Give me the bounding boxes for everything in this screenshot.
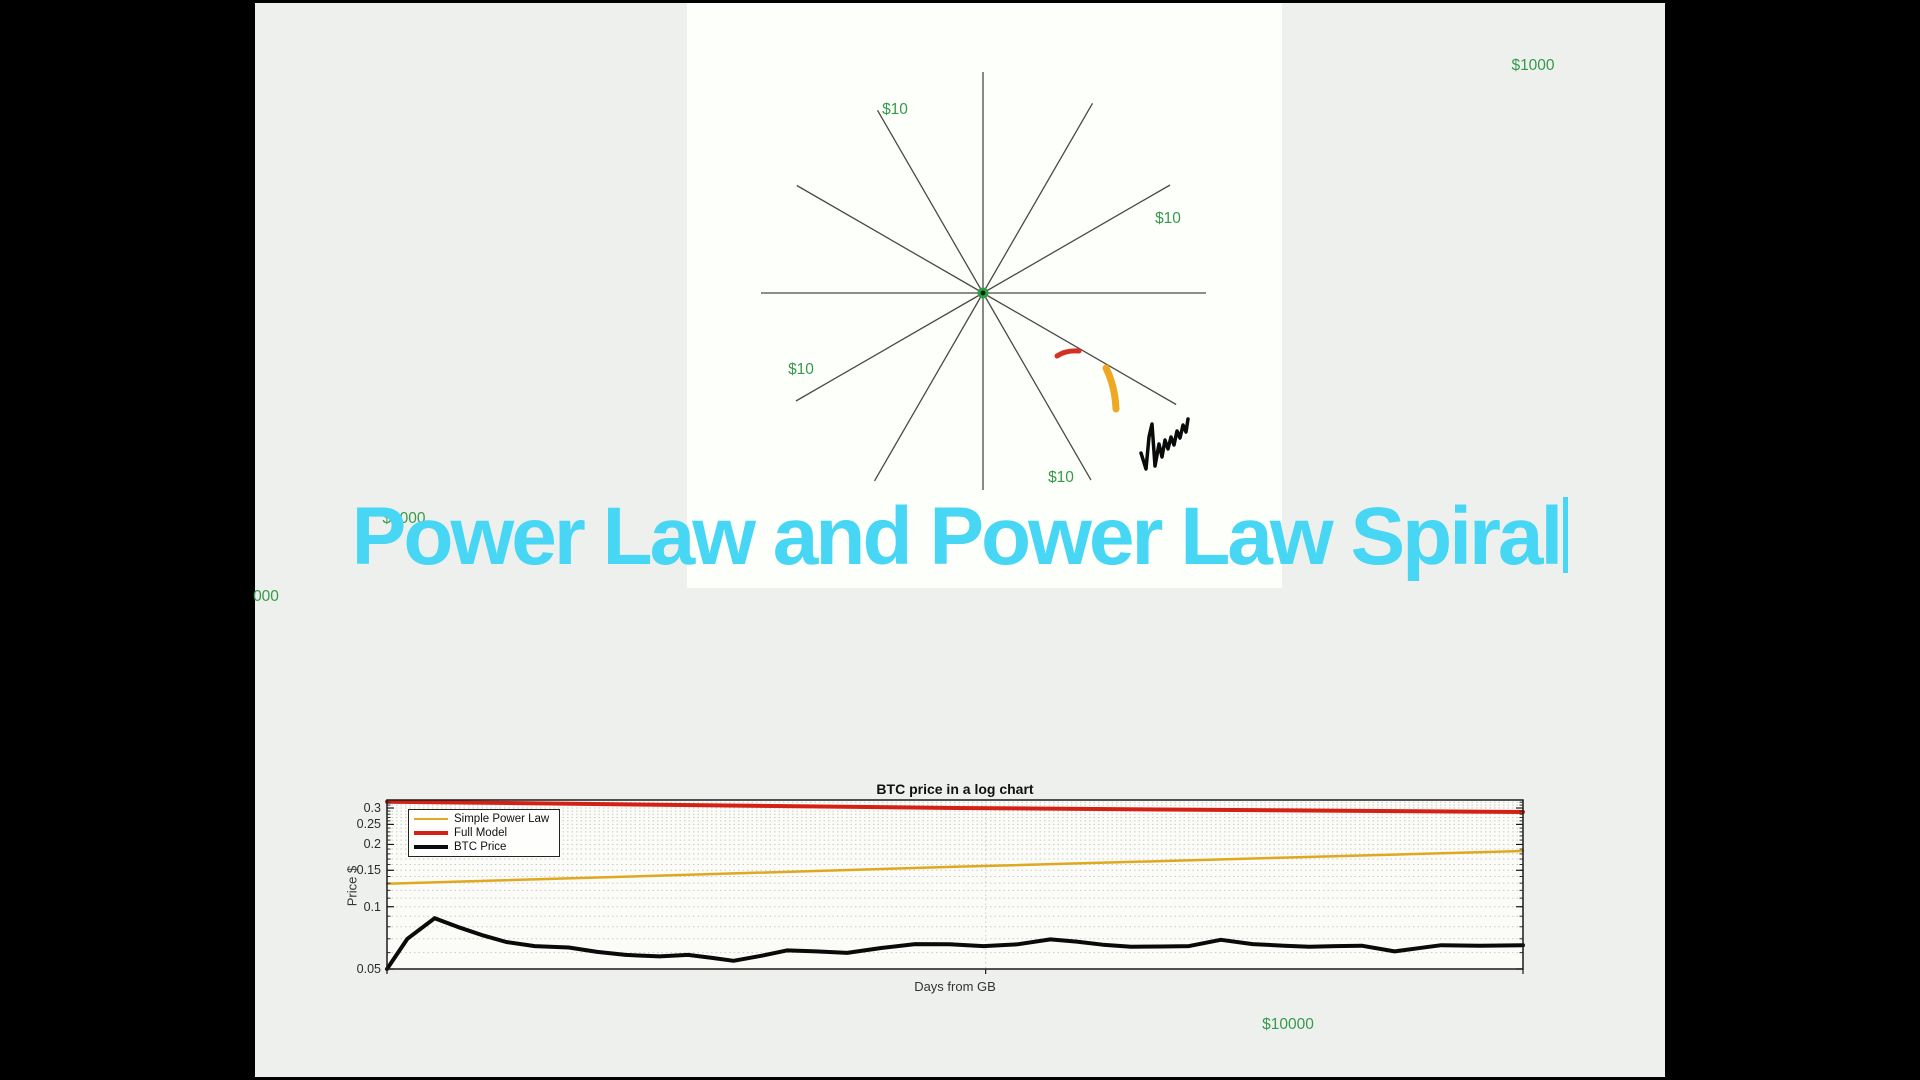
legend-swatch [414, 817, 448, 821]
letterbox-top [255, 0, 1665, 3]
axis-box [386, 799, 1524, 970]
y-tick-label: 0.15 [356, 863, 381, 878]
plot-area [385, 799, 1525, 974]
legend-entry: Full Model [409, 826, 559, 840]
letterbox-bottom [255, 1077, 1665, 1080]
legend-label: BTC Price [454, 841, 507, 853]
price-tag-label: $10 [882, 101, 908, 118]
legend-label: Simple Power Law [454, 813, 550, 825]
y-tick-label: 0.2 [363, 837, 381, 852]
y-tick-label: 0.1 [363, 899, 381, 914]
series-line-btc-price [385, 916, 1525, 971]
title-text: Power Law and Power Law Spiral [351, 491, 1564, 582]
price-tag-label: $10 [1155, 210, 1181, 227]
y-tick-label: 0.05 [356, 962, 381, 976]
title-text-overlay[interactable]: Power Law and Power Law Spiral [0, 488, 1920, 582]
text-cursor [1563, 497, 1569, 573]
price-tag-label: $10000 [1262, 1016, 1314, 1033]
series-line-full-model [385, 799, 1525, 814]
series-line-simple-power-law [385, 849, 1525, 886]
y-tick-label: 0.3 [363, 801, 381, 816]
letterbox-left [0, 0, 255, 1080]
legend-swatch [414, 831, 448, 835]
legend-swatch [414, 845, 448, 849]
chart-title: BTC price in a log chart [876, 781, 1034, 797]
x-axis-label: Days from GB [914, 979, 996, 994]
legend-entry: Simple Power Law [409, 812, 559, 826]
price-tag-label: 000 [253, 588, 279, 605]
letterbox-right [1665, 0, 1920, 1080]
price-tag-label: $1000 [1511, 57, 1555, 74]
legend-entry: BTC Price [409, 840, 559, 854]
y-tick-label: 0.25 [356, 817, 381, 832]
price-tag-label: $10 [1048, 469, 1074, 486]
legend-label: Full Model [454, 827, 508, 839]
price-tag-label: $1000 [382, 510, 426, 527]
price-tag-label: $10 [788, 361, 814, 378]
